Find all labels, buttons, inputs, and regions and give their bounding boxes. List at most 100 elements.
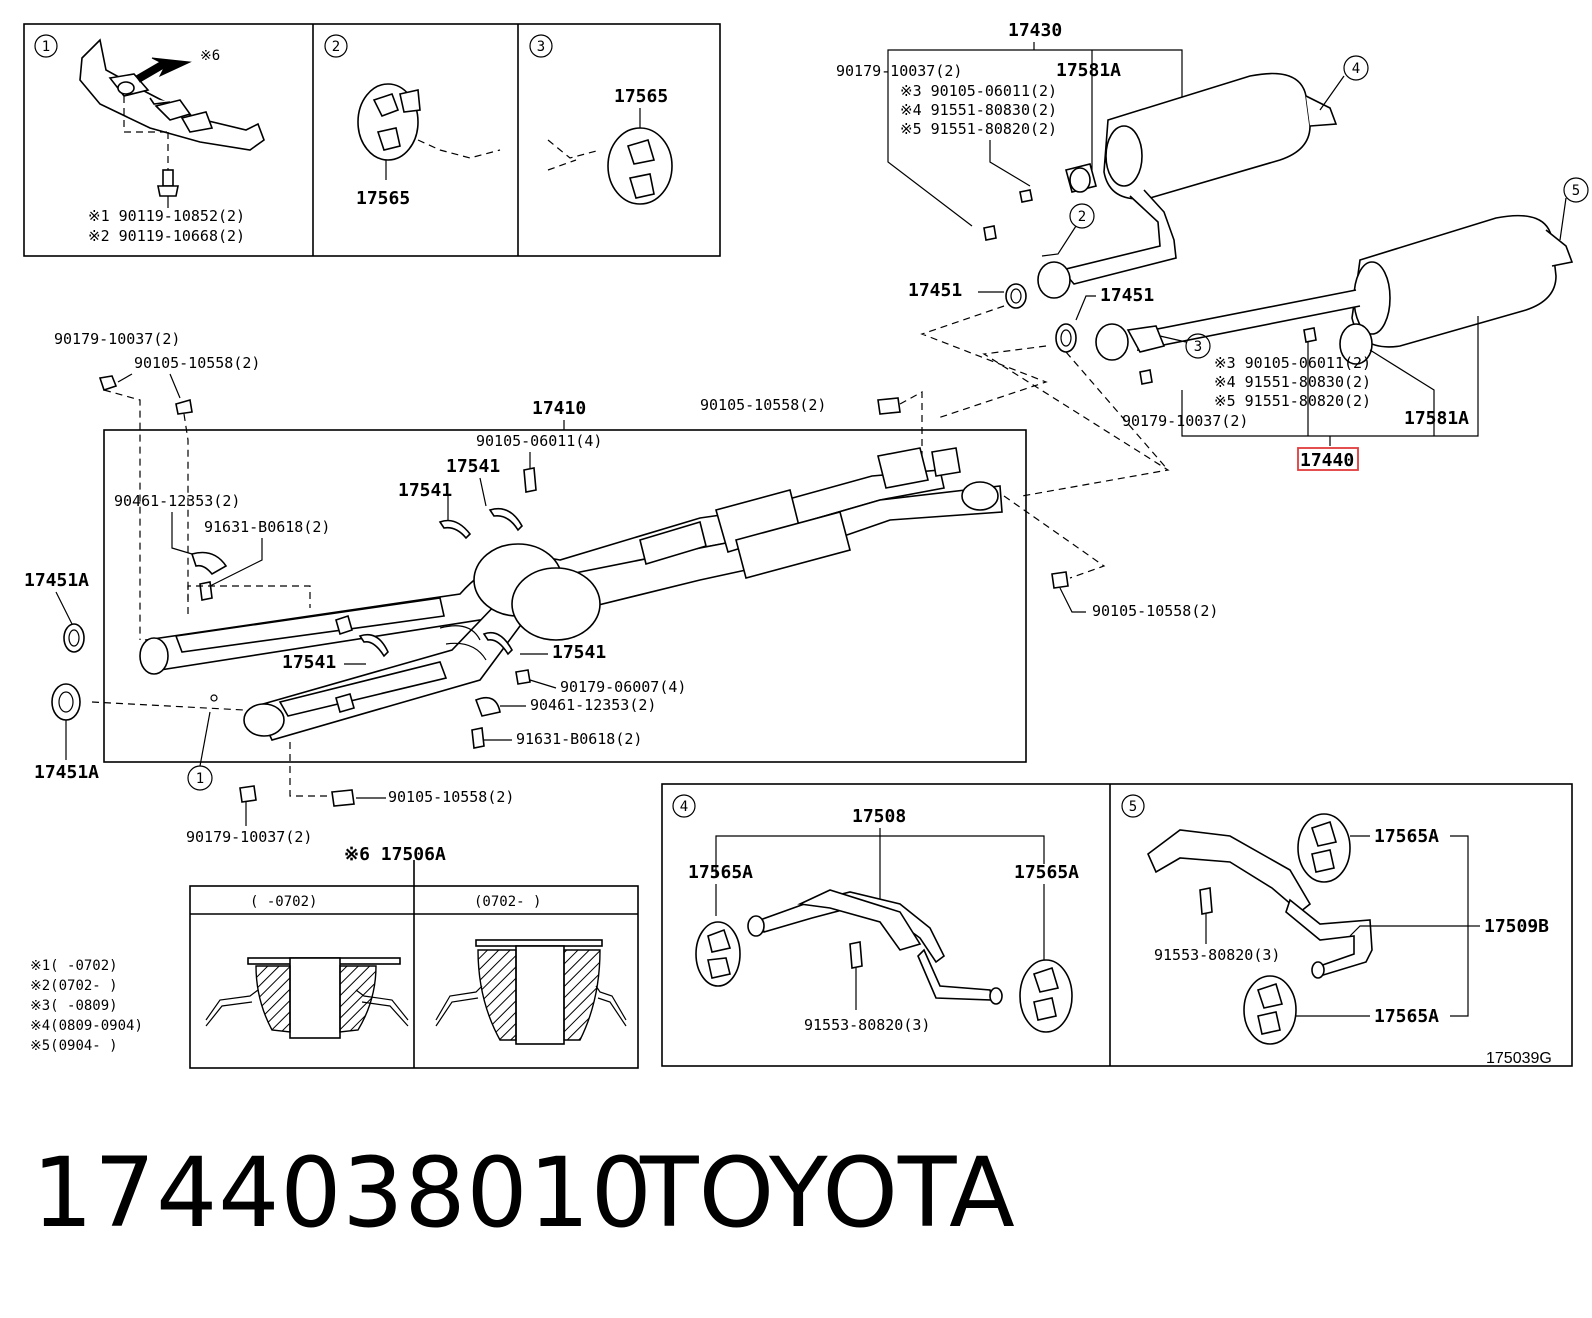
hanger-bracket-drawing <box>1147 813 1373 1045</box>
inset-1[interactable]: 1 ※6 ※1 90119-10852(2) ※2 90119-10668(2) <box>34 34 265 245</box>
label-90105-06011: 90105-06011(4) <box>476 432 602 450</box>
gasket-17451a-lower[interactable]: 17451A <box>34 683 245 783</box>
mount-section-early <box>205 957 409 1039</box>
assy-17440-label-2: ※4 91551-80830(2) <box>1214 373 1371 391</box>
label-90461-12353-b: 90461-12353(2) <box>530 696 656 714</box>
label-90179-10037-b: 90179-10037(2) <box>186 828 312 846</box>
label-90105-10558-b: 90105-10558(2) <box>700 396 826 414</box>
inset-5-bracket: 17509B <box>1484 916 1549 937</box>
assy-17440-number: 17440 <box>1300 450 1354 471</box>
nut-icon <box>98 375 118 392</box>
nut-icon <box>239 785 257 803</box>
detail6-col2: (0702- ) <box>474 894 541 910</box>
rear-muffler-assy-17440[interactable]: 5 3 ※3 90105-06011(2) ※4 91551-80830(2) … <box>1095 177 1589 471</box>
label-91631-b0618: 91631-B0618(2) <box>204 518 330 536</box>
inset-3-index: 3 <box>537 39 545 55</box>
inset-1-note-1: ※1 90119-10852(2) <box>88 207 245 225</box>
bolt-icon <box>175 398 193 415</box>
inset-5[interactable]: 5 91553-80820(3) 17565A 17509B 17565A <box>1121 794 1549 1045</box>
inset-5-index: 5 <box>1129 799 1137 815</box>
bolt-icon <box>199 581 213 601</box>
inset-3[interactable]: 3 17565 <box>529 34 673 205</box>
assy-17430-clamp: 17581A <box>1056 60 1121 81</box>
label-91631-b0618-b: 91631-B0618(2) <box>516 730 642 748</box>
arrow-icon <box>135 57 192 83</box>
label-17541-d: 17541 <box>552 642 606 663</box>
inset-1-note-2: ※2 90119-10668(2) <box>88 227 245 245</box>
footer-brand: TOYOTA <box>640 1137 1015 1249</box>
note-2: ※2(0702- ) <box>30 978 118 994</box>
front-exhaust-pipe-17410[interactable]: 17410 90179-10037(2) 90105-10558(2) <box>54 330 1027 791</box>
label-17541-c: 17541 <box>282 652 336 673</box>
inset-5-top: 17565A <box>1374 826 1439 847</box>
assy-17430-label-1: 90179-10037(2) <box>836 62 962 80</box>
rubber-hanger-drawing <box>357 83 421 161</box>
inset-2-index: 2 <box>332 39 340 55</box>
inset-panel-bottom-right <box>661 783 1573 1067</box>
note-3: ※3( -0809) <box>30 998 118 1014</box>
detail6-title: ※6 17506A <box>344 844 446 865</box>
bolt-icon <box>331 789 355 807</box>
assy-17440-circle-3: 3 <box>1194 339 1202 355</box>
figure-code: 175039G <box>1486 1050 1552 1067</box>
inset-4-left: 17565A <box>688 862 753 883</box>
label-17541-a: 17541 <box>446 456 500 477</box>
label-90105-10558-c: 90105-10558(2) <box>1092 602 1218 620</box>
gasket-17451a-label: 17451A <box>34 762 99 783</box>
assy-17440-label-3: ※5 91551-80820(2) <box>1214 392 1371 410</box>
nut-icon <box>515 669 531 685</box>
clamp-icon <box>190 551 228 576</box>
assy-17430-circle-2: 2 <box>1078 209 1086 225</box>
bolt-icon <box>157 169 179 197</box>
assy-17430-label-2: ※3 90105-06011(2) <box>900 82 1057 100</box>
bolt-icon <box>1051 571 1069 589</box>
bolt-icon <box>523 467 537 493</box>
assy-17430-label-3: ※4 91551-80830(2) <box>900 101 1057 119</box>
gasket-17451-upper[interactable]: 17451 <box>908 280 1027 309</box>
highlight-box <box>1297 447 1359 471</box>
date-notes: ※1( -0702) ※2(0702- ) ※3( -0809) ※4(0809… <box>30 958 143 1054</box>
label-90105-10558-d: 90105-10558(2) <box>388 788 514 806</box>
index-circle-1 <box>34 34 58 58</box>
detail-17506a[interactable]: ※6 17506A ( -0702) (0702- ) <box>189 844 639 1069</box>
inset-4-right: 17565A <box>1014 862 1079 883</box>
bolt-icon <box>471 727 485 749</box>
bolt-90105-10558-right[interactable]: 90105-10558(2) <box>1003 495 1218 620</box>
detail6-col1: ( -0702) <box>250 894 317 910</box>
front-pipe-drawing <box>139 447 1003 741</box>
inset-4[interactable]: 4 17508 17565A 17565A 91553-80820(3) <box>672 794 1079 1034</box>
inset-4-index: 4 <box>680 799 688 815</box>
inset-1-mark: ※6 <box>200 48 220 64</box>
muffler-drawing <box>983 72 1338 299</box>
assy-17430-circle-4: 4 <box>1352 61 1360 77</box>
support-bracket-drawing <box>79 38 265 151</box>
note-5: ※5(0904- ) <box>30 1038 118 1054</box>
inset-4-bolt: 91553-80820(3) <box>804 1016 930 1034</box>
assy-17430-label-4: ※5 91551-80820(2) <box>900 120 1057 138</box>
assy-17440-label-1: ※3 90105-06011(2) <box>1214 354 1371 372</box>
inset-1-index: 1 <box>42 39 50 55</box>
label-90105-10558: 90105-10558(2) <box>134 354 260 372</box>
gasket-17451a-upper[interactable]: 17451A <box>24 570 89 653</box>
front-pipe-circle-1: 1 <box>196 771 204 787</box>
rear-muffler-assy-17430[interactable]: 17430 90179-10037(2) 17581A ※3 90105-060… <box>836 20 1369 299</box>
rubber-hanger-drawing <box>607 127 673 205</box>
gasket-17451-label: 17451 <box>1100 285 1154 306</box>
label-17541-b: 17541 <box>398 480 452 501</box>
mount-section-late <box>435 939 627 1045</box>
label-90179-10037: 90179-10037(2) <box>54 330 180 348</box>
hanger-bracket-drawing <box>695 889 1073 1033</box>
gasket-17451-label: 17451 <box>908 280 962 301</box>
bottom-fasteners[interactable]: 90105-10558(2) 90179-10037(2) <box>186 742 514 846</box>
note-1: ※1( -0702) <box>30 958 118 974</box>
label-90179-06007: 90179-06007(4) <box>560 678 686 696</box>
inset-panel-top-left <box>23 23 721 257</box>
bolt-icon <box>877 397 901 415</box>
inset-2[interactable]: 2 17565 <box>324 34 501 209</box>
inset-5-bolt: 91553-80820(3) <box>1154 946 1280 964</box>
inset-2-part: 17565 <box>356 188 410 209</box>
assy-17440-circle-5: 5 <box>1572 183 1580 199</box>
gasket-17451-lower[interactable]: 17451 <box>1055 285 1154 353</box>
clamp-icon <box>474 696 501 717</box>
